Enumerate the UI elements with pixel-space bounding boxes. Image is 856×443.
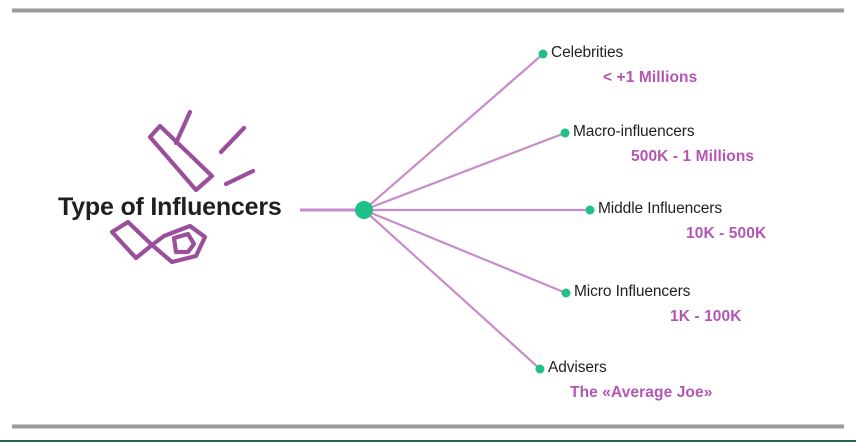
branch-value-advisers: The «Average Joe» xyxy=(570,384,713,401)
node-celebrities xyxy=(538,49,548,59)
branch-celebrities: Celebrities < +1 Millions xyxy=(551,44,697,86)
branch-label-advisers: Advisers xyxy=(548,359,607,376)
node-advisers xyxy=(535,364,545,374)
node-micro xyxy=(561,288,571,298)
branch-micro-influencers: Micro Influencers 1K - 100K xyxy=(574,283,742,325)
branch-macro-influencers: Macro-influencers 500K - 1 Millions xyxy=(573,123,754,165)
hub-node xyxy=(355,201,373,219)
branch-value-macro-influencers: 500K - 1 Millions xyxy=(631,148,755,165)
branch-line-advisers xyxy=(363,209,541,370)
node-macro xyxy=(560,128,570,138)
top-divider xyxy=(12,8,844,13)
branch-value-micro-influencers: 1K - 100K xyxy=(670,308,742,325)
branch-advisers: Advisers The «Average Joe» xyxy=(548,359,712,401)
branch-middle-influencers: Middle Influencers 10K - 500K xyxy=(598,200,766,242)
megaphone-icon xyxy=(109,109,256,265)
branch-label-celebrities: Celebrities xyxy=(551,44,624,61)
bottom-divider xyxy=(12,424,844,429)
branch-line-micro xyxy=(363,208,567,295)
branch-label-macro-influencers: Macro-influencers xyxy=(573,123,695,140)
branch-value-middle-influencers: 10K - 500K xyxy=(686,225,767,242)
page-title: Type of Influencers xyxy=(58,193,282,221)
branch-label-micro-influencers: Micro Influencers xyxy=(574,283,691,300)
branch-line-macro xyxy=(363,131,566,212)
branch-label-middle-influencers: Middle Influencers xyxy=(598,200,722,217)
bottom-accent-bar xyxy=(0,440,856,442)
branch-line-celebrities xyxy=(363,53,544,211)
node-middle xyxy=(585,205,595,215)
branch-value-celebrities: < +1 Millions xyxy=(603,69,698,86)
